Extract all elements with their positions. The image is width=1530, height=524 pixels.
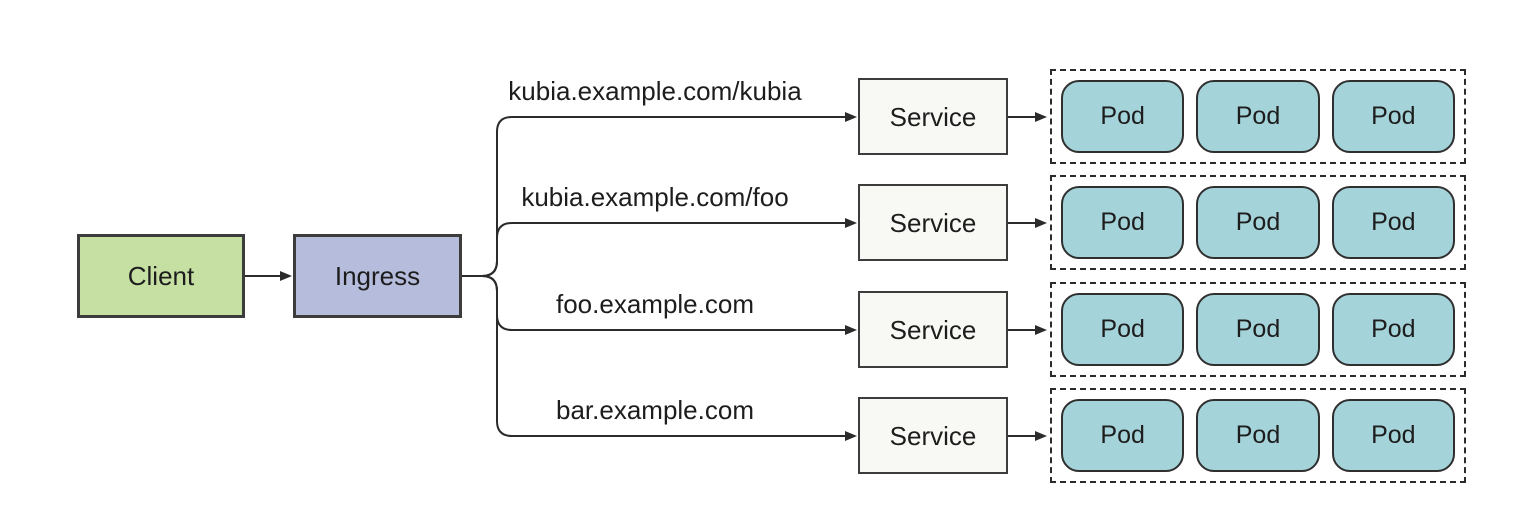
pod: Pod (1331, 186, 1455, 259)
pod-label: Pod (1235, 208, 1281, 236)
client-label: Client (127, 261, 195, 291)
pod-group: Pod Pod Pod (1050, 388, 1466, 483)
pod-label: Pod (1100, 315, 1145, 343)
pod: Pod (1061, 293, 1185, 366)
pod: Pod (1061, 80, 1185, 153)
ingress-label: Ingress (334, 261, 421, 291)
service-box: Service (858, 291, 1008, 368)
pod-label: Pod (1100, 421, 1145, 449)
pod-label: Pod (1100, 208, 1145, 236)
route-rule-label: bar.example.com (556, 395, 754, 425)
service-box: Service (858, 78, 1008, 155)
ingress-box: Ingress (293, 234, 462, 318)
pod-label: Pod (1371, 102, 1416, 130)
pod-label: Pod (1235, 315, 1281, 343)
pod: Pod (1061, 399, 1185, 472)
pod-label: Pod (1235, 421, 1281, 449)
pod: Pod (1196, 80, 1320, 153)
service-box: Service (858, 397, 1008, 474)
route-rule-label: kubia.example.com/kubia (508, 76, 802, 106)
pod-label: Pod (1371, 315, 1416, 343)
pod: Pod (1196, 399, 1320, 472)
pod: Pod (1331, 399, 1455, 472)
pod-group: Pod Pod Pod (1050, 69, 1466, 164)
service-label: Service (889, 420, 977, 451)
connector-ingress-service-4 (462, 275, 857, 441)
pod-group: Pod Pod Pod (1050, 282, 1466, 377)
service-label: Service (889, 314, 977, 345)
pod-label: Pod (1100, 102, 1145, 130)
pod: Pod (1331, 293, 1455, 366)
service-label: Service (889, 207, 977, 238)
pod: Pod (1061, 186, 1185, 259)
route-rule-label: kubia.example.com/foo (521, 182, 789, 212)
connector-ingress-service-2 (462, 218, 857, 277)
service-label: Service (889, 101, 977, 132)
client-box: Client (77, 234, 245, 318)
route-rule-label: foo.example.com (556, 289, 754, 319)
pod: Pod (1196, 186, 1320, 259)
pod-label: Pod (1371, 208, 1416, 236)
pod: Pod (1331, 80, 1455, 153)
pod: Pod (1196, 293, 1320, 366)
pod-label: Pod (1371, 421, 1416, 449)
pod-label: Pod (1235, 102, 1281, 130)
pod-group: Pod Pod Pod (1050, 175, 1466, 270)
service-box: Service (858, 184, 1008, 261)
